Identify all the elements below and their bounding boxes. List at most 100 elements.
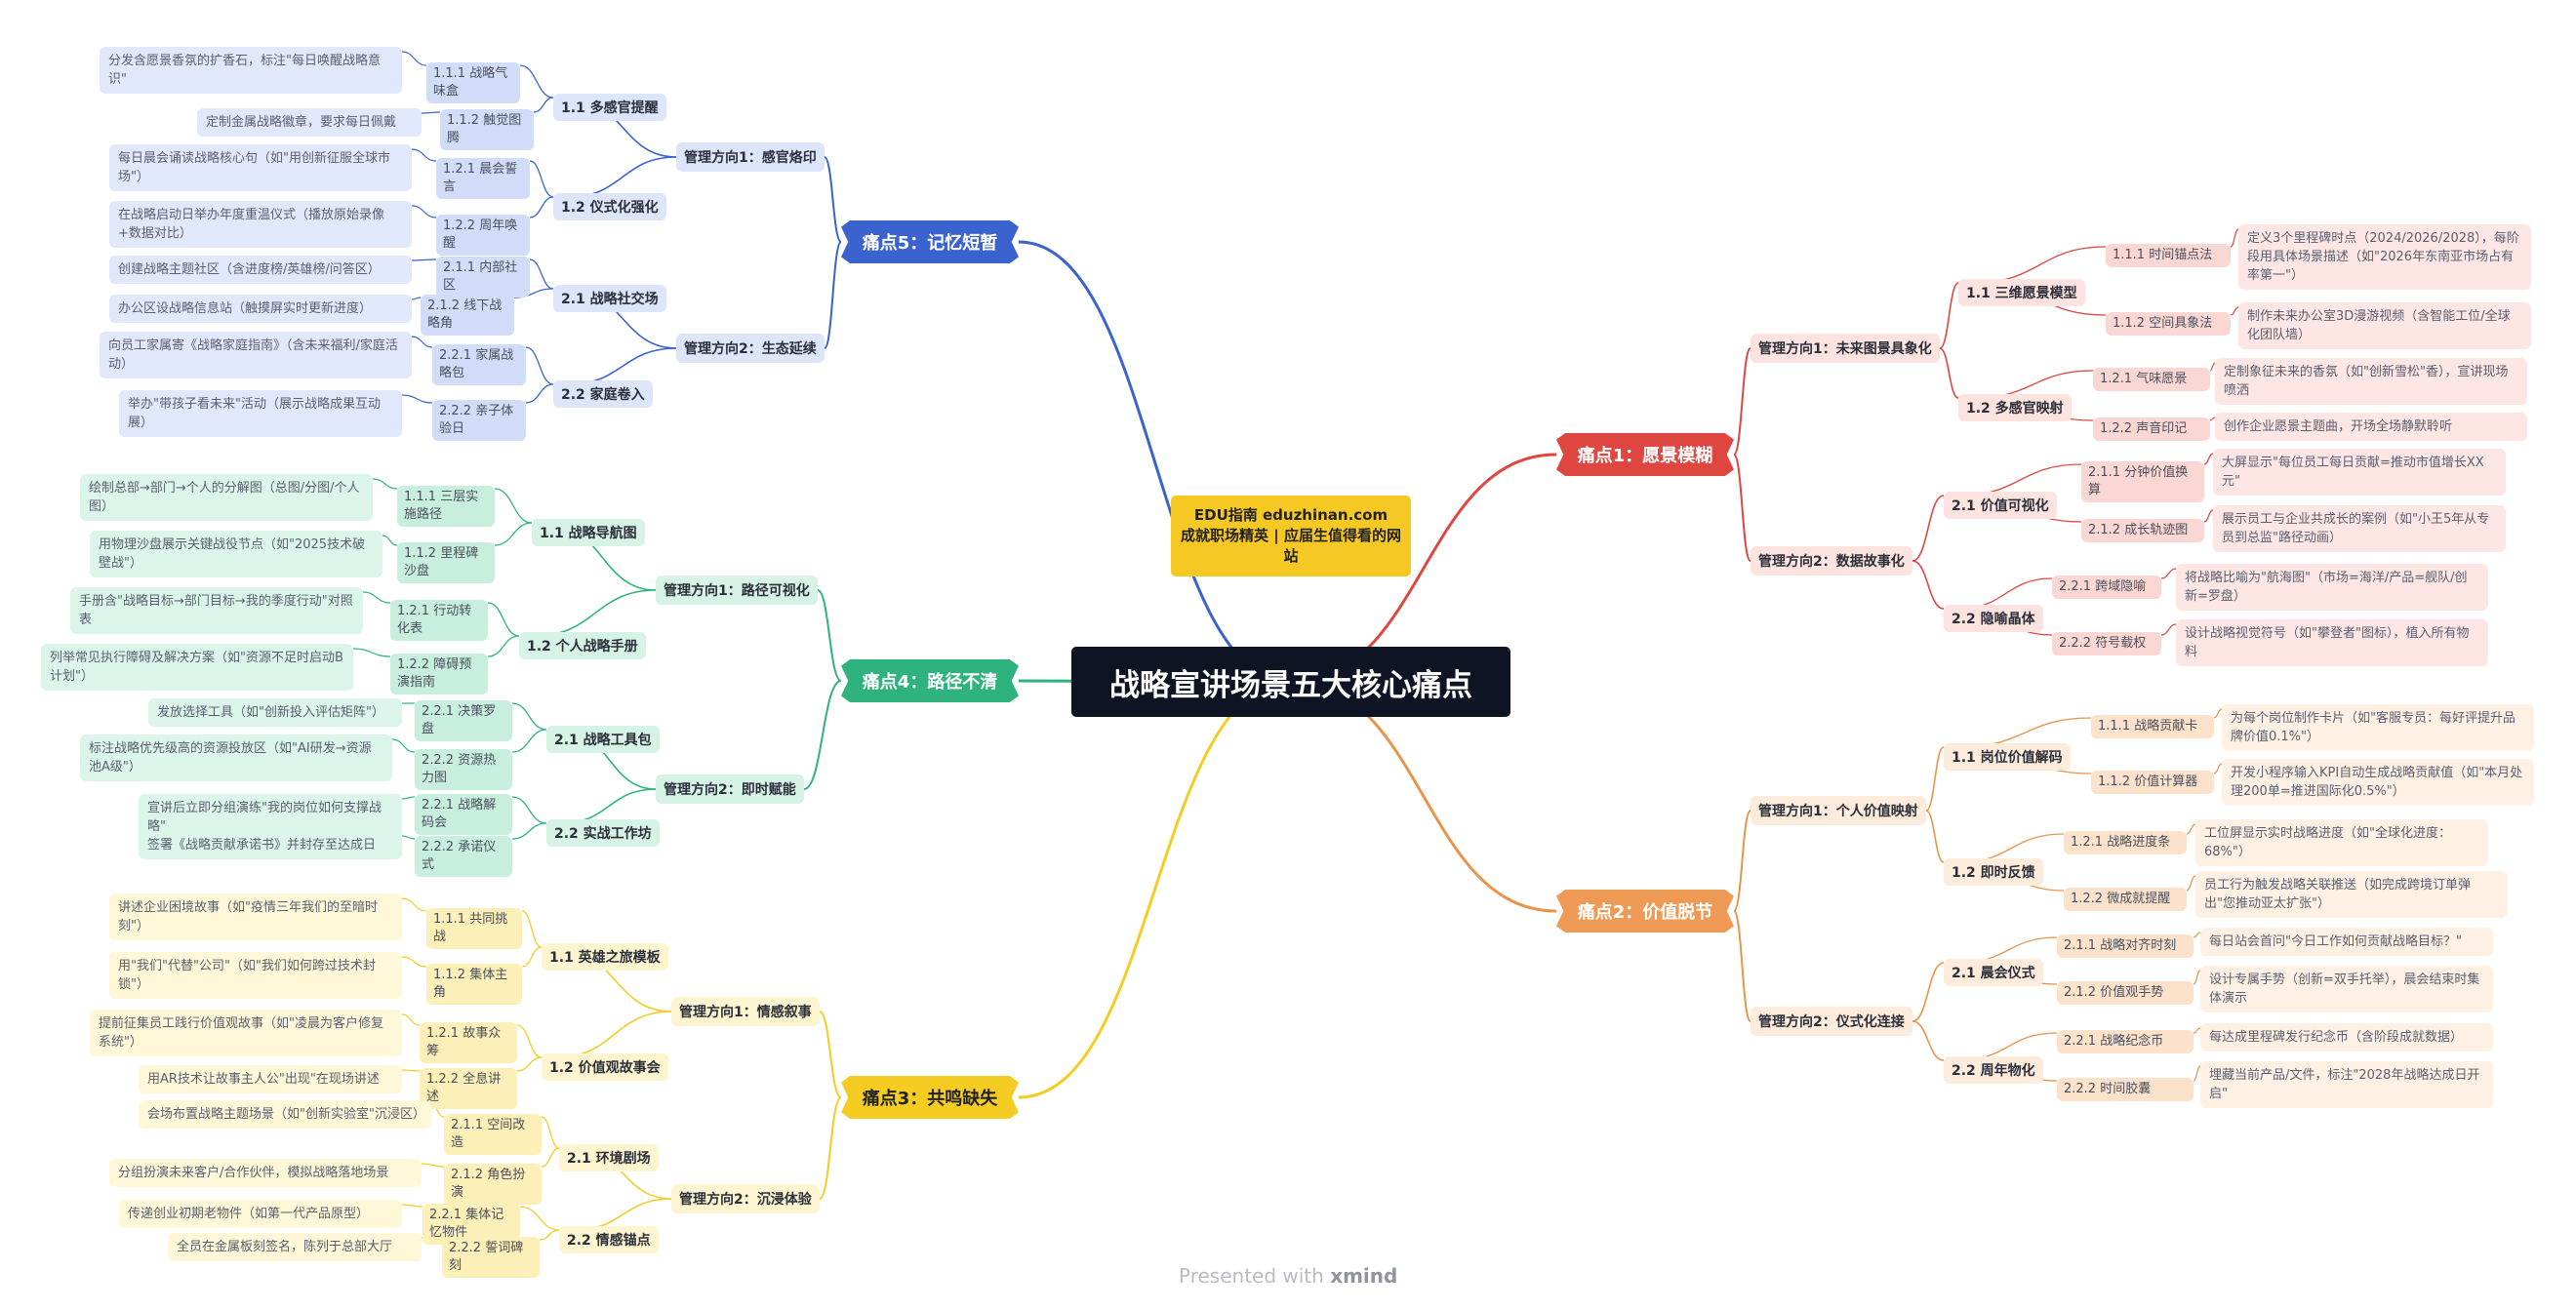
p5-m1-s1-a-topic[interactable]: 1.1.1 战略气味盒 — [426, 62, 520, 103]
p3-m1-s2-a-topic[interactable]: 1.2.1 故事众筹 — [420, 1022, 517, 1063]
p4-m1-s1-a-leaf-connector — [372, 478, 398, 490]
p1-m1-s2-a-topic[interactable]: 1.2.1 气味愿景 — [2093, 368, 2210, 391]
p4-pain-topic[interactable]: 痛点4：路径不清 — [841, 659, 1019, 702]
p5-m2-s2-b-leaf: 举办"带孩子看未来"活动（展示战略成果互动展） — [119, 390, 402, 437]
p5-m1-s1-b-topic[interactable]: 1.1.2 触觉图腾 — [440, 109, 534, 150]
p5-m2-s2-topic[interactable]: 2.2 家庭卷入 — [553, 380, 653, 408]
p3-m2-direction[interactable]: 管理方向2：沉浸体验 — [671, 1184, 820, 1213]
p1-m1-direction[interactable]: 管理方向1：未来图景具象化 — [1751, 334, 1940, 363]
p2-m2-s1-b-topic[interactable]: 2.1.2 价值观手势 — [2057, 981, 2194, 1005]
p2-m1-s2-topic[interactable]: 1.2 即时反馈 — [1944, 858, 2043, 886]
p3-m1-s2-a-leaf: 提前征集员工践行价值观故事（如"凌晨为客户修复系统"） — [90, 1010, 402, 1056]
p4-m1-s1-a-topic[interactable]: 1.1.1 三层实施路径 — [397, 486, 495, 527]
p3-m1-s2-b-leaf-connector — [401, 1069, 421, 1072]
p2-m1-s1-b-leaf-connector — [2213, 763, 2223, 774]
p1-m1-s1-a-leaf-connector — [2230, 228, 2239, 248]
p1-m2-s1-b-leaf-connector — [2203, 509, 2214, 523]
p3-m2-s1-a-topic[interactable]: 2.1.1 空间改造 — [444, 1114, 542, 1155]
p3-m2-s1-a-connector — [541, 1116, 560, 1149]
p3-m1-s1-b-topic[interactable]: 1.1.2 集体主角 — [426, 964, 522, 1005]
p4-m2-direction[interactable]: 管理方向2：即时赋能 — [656, 774, 804, 804]
p3-m2-s2-b-topic[interactable]: 2.2.2 誓词碑刻 — [442, 1237, 540, 1278]
p2-m2-s1-a-topic[interactable]: 2.1.1 战略对齐时刻 — [2057, 934, 2194, 958]
p2-m1-s2-a-leaf-connector — [2186, 823, 2196, 835]
p4-m2-s2-b-leaf-connector — [401, 835, 416, 840]
p2-m1-s1-a-topic[interactable]: 1.1.1 战略贡献卡 — [2091, 715, 2214, 738]
p5-m2-s1-topic[interactable]: 2.1 战略社交场 — [553, 285, 666, 312]
p5-m1-s2-b-topic[interactable]: 1.2.2 周年唤醒 — [436, 215, 530, 256]
p1-m1-s1-topic[interactable]: 1.1 三维愿景模型 — [1958, 279, 2085, 306]
root-topic[interactable]: 战略宣讲场景五大核心痛点 — [1071, 647, 1510, 717]
p2-m2-s1-b-leaf-connector — [2193, 970, 2201, 985]
p4-m2-s1-topic[interactable]: 2.1 战略工具包 — [546, 726, 660, 753]
p4-m2-s2-topic[interactable]: 2.2 实战工作坊 — [546, 819, 660, 847]
p4-m2-s2-a-topic[interactable]: 2.2.1 战略解码会 — [415, 794, 512, 835]
p2-m2-s2-b-topic[interactable]: 2.2.2 时间胶囊 — [2057, 1078, 2194, 1101]
p4-m2-s1-b-topic[interactable]: 2.2.2 资源热力图 — [415, 749, 512, 790]
p2-m2-s1-topic[interactable]: 2.1 晨会仪式 — [1944, 959, 2043, 986]
presented-with-footer[interactable]: Presented with xmind — [1179, 1264, 1397, 1288]
p1-m2-s2-a-topic[interactable]: 2.2.1 跨域隐喻 — [2052, 576, 2161, 599]
p4-m1-s2-b-leaf-connector — [352, 648, 391, 657]
p1-m2-s1-a-topic[interactable]: 2.1.1 分钟价值换算 — [2081, 461, 2204, 502]
p3-m1-s2-connector — [556, 1011, 672, 1058]
p4-m1-direction[interactable]: 管理方向1：路径可视化 — [656, 576, 818, 605]
p5-m2-s1-a-topic[interactable]: 2.1.1 内部社区 — [436, 257, 530, 298]
p4-m1-s2-b-topic[interactable]: 1.2.2 障碍预演指南 — [390, 654, 488, 695]
p2-m1-direction[interactable]: 管理方向1：个人价值映射 — [1751, 796, 1926, 825]
p3-m1-s2-a-leaf-connector — [401, 1013, 421, 1026]
p1-m1-s1-a-topic[interactable]: 1.1.1 时间锚点法 — [2106, 244, 2231, 267]
p1-m1-s2-b-topic[interactable]: 1.2.2 声音印记 — [2093, 417, 2210, 441]
p5-m1-s1-a-leaf: 分发含愿景香氛的扩香石，标注"每日唤醒战略意识" — [100, 47, 402, 94]
p5-m2-s1-b-topic[interactable]: 2.1.2 线下战略角 — [421, 295, 514, 336]
p1-m2-direction[interactable]: 管理方向2：数据故事化 — [1751, 546, 1912, 576]
p5-m2-s1-b-leaf-connector — [411, 297, 422, 300]
p2-m1-s1-topic[interactable]: 1.1 岗位价值解码 — [1944, 743, 2071, 771]
p3-m1-s1-a-topic[interactable]: 1.1.1 共同挑战 — [426, 908, 522, 949]
p1-m2-s1-b-topic[interactable]: 2.1.2 成长轨迹图 — [2081, 519, 2204, 542]
p5-m1-s2-topic[interactable]: 1.2 仪式化强化 — [553, 193, 666, 220]
p4-m1-s2-topic[interactable]: 1.2 个人战略手册 — [519, 632, 646, 659]
p3-root-connector — [1018, 680, 1292, 1099]
p3-m1-s1-topic[interactable]: 1.1 英雄之旅模板 — [542, 943, 668, 971]
p5-pain-topic[interactable]: 痛点5：记忆短暂 — [841, 220, 1019, 263]
p3-pain-topic[interactable]: 痛点3：共鸣缺失 — [841, 1076, 1019, 1119]
p2-m1-s2-b-topic[interactable]: 1.2.2 微成就提醒 — [2064, 888, 2187, 911]
xmind-brand: xmind — [1330, 1264, 1398, 1288]
p4-m1-s1-topic[interactable]: 1.1 战略导航图 — [532, 519, 645, 546]
p5-m1-direction[interactable]: 管理方向1：感官烙印 — [676, 142, 825, 172]
p2-m2-s2-connector — [1912, 1020, 1945, 1061]
p1-pain-topic[interactable]: 痛点1：愿景模糊 — [1556, 433, 1734, 476]
p5-m1-s2-a-topic[interactable]: 1.2.1 晨会誓言 — [436, 158, 530, 199]
p3-m2-s2-topic[interactable]: 2.2 情感锚点 — [559, 1226, 659, 1253]
p4-m1-s2-a-topic[interactable]: 1.2.1 行动转化表 — [390, 600, 488, 641]
p5-m2-s2-a-topic[interactable]: 2.2.1 家属战略包 — [432, 344, 526, 385]
p2-m1-s1-b-topic[interactable]: 1.1.2 价值计算器 — [2091, 771, 2214, 794]
p3-m1-s2-topic[interactable]: 1.2 价值观故事会 — [542, 1053, 668, 1081]
p5-m1-s1-topic[interactable]: 1.1 多感官提醒 — [553, 94, 666, 121]
p1-m1-s2-topic[interactable]: 1.2 多感官映射 — [1958, 394, 2072, 421]
p4-m1-s1-b-topic[interactable]: 1.1.2 里程碑沙盘 — [397, 542, 495, 583]
p3-m1-s2-b-topic[interactable]: 1.2.2 全息讲述 — [420, 1068, 517, 1109]
p1-m1-s1-b-leaf: 制作未来办公室3D漫游视频（含智能工位/全球化团队墙） — [2238, 302, 2531, 349]
p2-m2-s2-b-leaf-connector — [2193, 1065, 2201, 1082]
p5-m1-s2-connector — [568, 156, 677, 198]
p5-m2-s2-b-topic[interactable]: 2.2.2 亲子体验日 — [432, 400, 526, 441]
p1-m1-s1-b-topic[interactable]: 1.1.2 空间具象法 — [2106, 312, 2231, 336]
p4-m1-s2-a-leaf-connector — [362, 591, 391, 604]
p3-m2-s1-topic[interactable]: 2.1 环境剧场 — [559, 1144, 659, 1171]
p4-m2-s1-b-connector — [511, 729, 547, 753]
p3-m1-direction[interactable]: 管理方向1：情感叙事 — [671, 997, 820, 1026]
p1-m2-s1-topic[interactable]: 2.1 价值可视化 — [1944, 492, 2057, 519]
p5-m2-direction[interactable]: 管理方向2：生态延续 — [676, 334, 825, 363]
p2-pain-topic[interactable]: 痛点2：价值脱节 — [1556, 890, 1734, 933]
p1-m2-s2-b-topic[interactable]: 2.2.2 符号载权 — [2052, 632, 2161, 655]
p4-m2-s1-a-topic[interactable]: 2.2.1 决策罗盘 — [415, 700, 512, 741]
p2-m2-direction[interactable]: 管理方向2：仪式化连接 — [1751, 1007, 1912, 1036]
p4-m2-s2-b-topic[interactable]: 2.2.2 承诺仪式 — [415, 836, 512, 877]
p1-m2-s2-topic[interactable]: 2.2 隐喻晶体 — [1944, 605, 2043, 632]
p2-m2-s2-topic[interactable]: 2.2 周年物化 — [1944, 1056, 2043, 1084]
p2-m1-s2-a-topic[interactable]: 1.2.1 战略进度条 — [2064, 831, 2187, 854]
p2-m2-s2-a-topic[interactable]: 2.2.1 战略纪念币 — [2057, 1030, 2194, 1053]
p3-m2-s1-b-topic[interactable]: 2.1.2 角色扮演 — [444, 1164, 542, 1205]
